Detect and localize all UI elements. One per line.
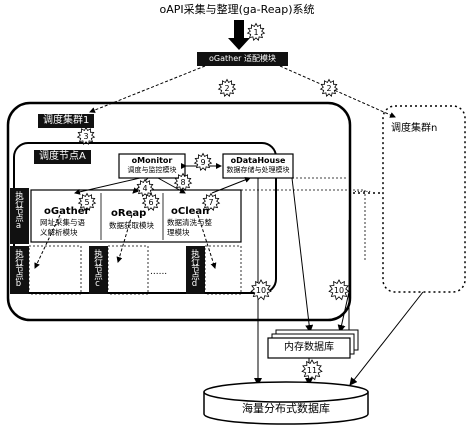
nodeA-label: 调度节点A	[34, 150, 91, 164]
step-badge-number: 2	[224, 84, 229, 93]
arrow-to-cluster1	[89, 65, 206, 113]
arrow-to-clustern	[279, 65, 396, 118]
step-badge-b5	[77, 192, 97, 212]
omonitor-desc: 调度与监控模块	[127, 166, 177, 174]
omonitor-box	[118, 153, 186, 179]
ogather-adapter-label: oGather 适配模块	[209, 54, 276, 63]
oclean-desc1: 数据清洗与整	[167, 218, 212, 227]
step-badge-b9	[193, 152, 213, 172]
step-badge-b1	[246, 22, 266, 42]
step-badge-number: 5	[84, 198, 89, 207]
oclean-name: oClean	[171, 206, 210, 217]
step-badge-number: 7	[208, 198, 213, 207]
line-clustern-to-massdb	[349, 291, 424, 386]
step-badge-b10a	[250, 279, 272, 301]
arrow-7	[197, 214, 217, 269]
step-badge-number: 10	[334, 286, 344, 295]
cluster-dots: ......	[354, 185, 372, 195]
clustern-frame	[382, 105, 466, 293]
step-badge-b6	[141, 192, 161, 212]
step-badge-number: 1	[253, 28, 258, 37]
line-odatahouse-to-memdb	[291, 177, 314, 333]
oclean-desc2: 理模块	[167, 228, 190, 237]
ogather-adapter-box	[197, 52, 288, 66]
exec-b-bar	[10, 246, 29, 294]
step-badge-number: 10	[256, 286, 266, 295]
exec-d-bar	[186, 246, 205, 294]
ogather-desc1: 网址采集与语	[40, 218, 85, 227]
step-badge-number: 4	[142, 184, 147, 193]
exec-a-label: 执行节点a	[13, 191, 24, 230]
odatahouse-desc: 数据存储与处理模块	[226, 166, 290, 174]
exec-c-bar	[89, 246, 108, 294]
step-badge-number: 3	[83, 132, 88, 141]
odatahouse-name: oDataHouse	[230, 156, 286, 165]
step-badge-number: 8	[180, 178, 185, 187]
line-clustern-to-memdb	[337, 291, 350, 333]
massdb-label: 海量分布式数据库	[242, 402, 330, 415]
step-badge-b10b	[328, 279, 350, 301]
step-badge-number: 9	[200, 158, 205, 167]
step-badge-number: 6	[148, 198, 153, 207]
step-badge-number: 11	[307, 366, 317, 375]
exec-c-label: 执行节点c	[92, 249, 103, 288]
exec-d-label: 执行节点d	[189, 249, 200, 288]
odatahouse-box	[222, 153, 294, 179]
exec-a-bar	[10, 188, 29, 244]
ogather-name: oGather	[44, 206, 90, 217]
arrow-4-to-gather	[74, 177, 141, 195]
step-badge-b2a	[217, 78, 237, 98]
oreap-name: oReap	[111, 208, 147, 219]
arrow-8	[211, 177, 251, 194]
cluster1-frame	[6, 101, 352, 322]
step-badge-number: 2	[326, 84, 331, 93]
step-badge-b4	[135, 178, 155, 198]
step-badge-b3	[76, 126, 96, 146]
cluster1-label: 调度集群1	[38, 114, 95, 128]
step-badge-b8	[173, 172, 193, 192]
step-badge-b11	[301, 359, 323, 381]
input-arrow	[228, 20, 250, 50]
step-badge-b7	[201, 192, 221, 212]
step-badge-b2b	[319, 78, 339, 98]
ogather-desc2: 义解析模块	[40, 228, 78, 237]
exec-dots: ......	[150, 267, 168, 277]
exec-b-label: 执行节点b	[13, 249, 24, 288]
memdb-label: 内存数据库	[284, 342, 334, 353]
massdb-cylinder	[203, 381, 369, 425]
clustern-label: 调度集群n	[391, 123, 438, 134]
oreap-desc: 数据获取模块	[109, 221, 154, 230]
arrow-6	[116, 214, 133, 263]
omonitor-name: oMonitor	[131, 156, 173, 165]
page-title: oAPI采集与整理(ga-Reap)系统	[159, 3, 315, 16]
